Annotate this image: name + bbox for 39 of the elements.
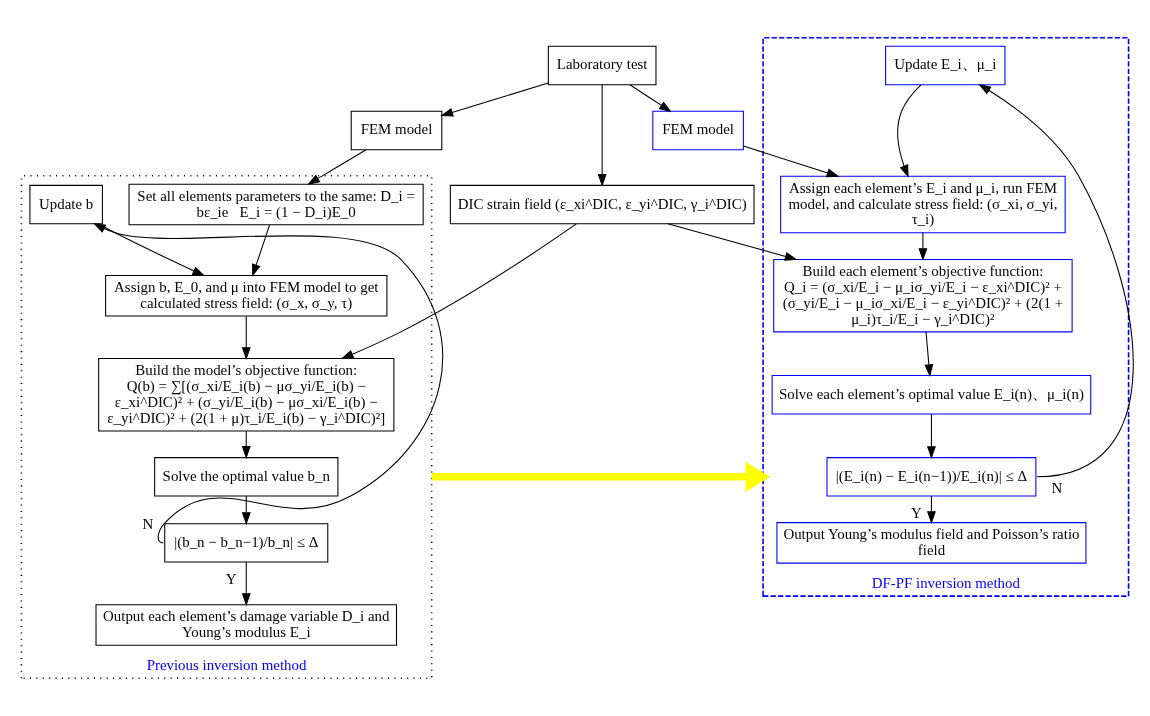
node-box: Build each element’s objective function: Q_i = (σ_xi/E_i − μ_iσ_yi/E_i − ε_xi^DIC)² + (σ_yi/E_i − μ_iσ_xi/E_i − ε_yi^DIC)² + (2(1 + μ_i)τ_i/E_i − γ_i^DIC)² xyxy=(773,258,1073,333)
arrow xyxy=(340,223,577,360)
node-box: Set all elements parameters to the same: D_i = bε_ie E_i = (1 − D_i)E_0 xyxy=(128,183,424,226)
node-box: Update b xyxy=(29,184,103,225)
node-box: DIC strain field (ε_xi^DIC, ε_yi^DIC, γ_i^DIC) xyxy=(449,184,755,225)
node-box: FEM model xyxy=(652,110,744,151)
arrow xyxy=(97,223,206,277)
arrow xyxy=(897,84,922,178)
node-box: Assign each element’s E_i and μ_i, run FEM model, and calculate stress field: (σ_xi, σ_yi, τ_i) xyxy=(780,175,1066,234)
arrow xyxy=(667,223,798,261)
arrow xyxy=(241,430,251,459)
node-box: |(b_n − b_n−1)/b_n| ≤ Δ xyxy=(164,523,329,563)
arrow xyxy=(978,83,1134,478)
node-box: Build the model’s objective function: Q(b) = ∑[(σ_xi/E_i(b) − μσ_yi/E_i(b) − ε_xi^DIC)² + (σ_yi/E_i(b) − μσ_xi/E_i(b) − ε_yi^DIC)² + (2(1 + μ)τ_i/E_i(b) − γ_i^DIC)²] xyxy=(98,358,395,432)
edge-label: Y xyxy=(910,504,922,521)
arrow xyxy=(92,223,443,544)
node-box: Solve the optimal value b_n xyxy=(154,457,339,497)
arrow xyxy=(926,413,936,460)
node-box: FEM model xyxy=(350,110,443,151)
edge-label: Y xyxy=(225,570,237,587)
node-box: Update E_i、μ_i xyxy=(885,45,1006,86)
arrow xyxy=(440,82,549,117)
arrow xyxy=(743,145,840,178)
arrow xyxy=(252,224,271,277)
node-box: Solve each element’s optimal value E_i(n)、μ_i(n) xyxy=(771,375,1092,415)
arrow xyxy=(597,84,607,187)
arrow xyxy=(918,232,928,261)
arrow xyxy=(307,149,367,185)
arrow xyxy=(629,84,672,113)
edge-label: N xyxy=(1051,480,1063,497)
arrow xyxy=(241,561,251,607)
node-box: Assign b, E_0, and μ into FEM model to get calculated stress field: (σ_x, σ_y, τ) xyxy=(105,274,388,317)
arrow xyxy=(924,331,934,378)
node-box: |(E_i(n) − E_i(n−1))/E_i(n)| ≤ Δ xyxy=(826,457,1037,497)
edge-label: N xyxy=(142,516,154,533)
node-box: Output each element’s damage variable D_i and Young’s modulus E_i xyxy=(95,604,398,646)
node-box: Laboratory test xyxy=(547,45,657,86)
arrow xyxy=(241,315,251,361)
node-box: Output Young’s modulus field and Poisson’s ratio field xyxy=(776,522,1087,564)
